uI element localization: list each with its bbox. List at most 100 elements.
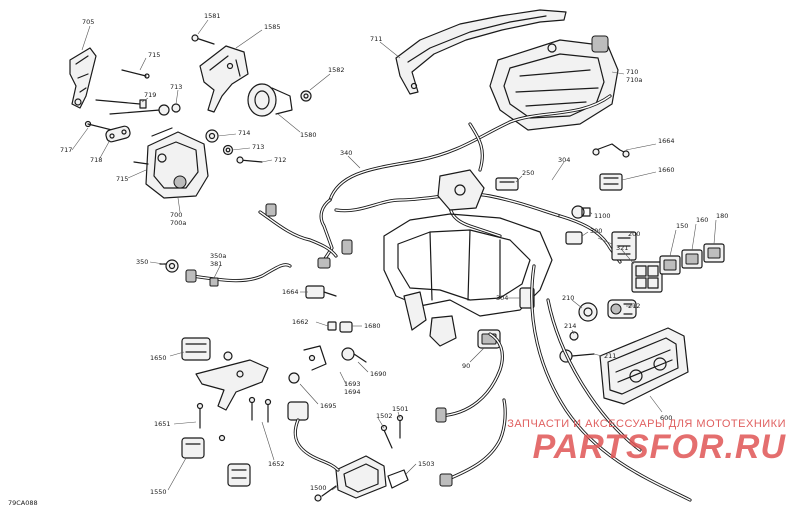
- callout-304-mid: 304: [496, 294, 508, 302]
- callout-150: 150: [676, 222, 688, 230]
- bracket-1585: [199, 45, 249, 113]
- callout-1664-mid: 1664: [282, 288, 299, 296]
- screws-1652: [248, 396, 272, 423]
- relay-1550a: [181, 437, 205, 459]
- callout-1581: 1581: [204, 12, 221, 20]
- callout-715: 715: [148, 51, 160, 59]
- callout-713-lower: 713: [252, 143, 264, 151]
- callout-1680: 1680: [364, 322, 381, 330]
- fastener-1662: [327, 321, 337, 331]
- bracket-1664-top: [592, 143, 630, 158]
- screw-715: [121, 69, 150, 79]
- relay-1650: [181, 337, 211, 361]
- switch-180: [703, 243, 725, 263]
- callout-90: 90: [462, 362, 470, 370]
- clip-1503: [387, 469, 409, 489]
- callout-180: 180: [716, 212, 728, 220]
- callout-381: 381: [210, 260, 222, 268]
- ignition-switch-212: [607, 299, 637, 319]
- callout-300: 300: [590, 227, 602, 235]
- long-cable-right: [530, 264, 692, 502]
- callout-160: 160: [696, 216, 708, 224]
- gauge-cluster-600: [599, 327, 689, 405]
- connector-1680: [339, 321, 353, 333]
- callout-250: 250: [522, 169, 534, 177]
- callout-1550: 1550: [150, 488, 167, 496]
- callout-1652: 1652: [268, 460, 285, 468]
- washer-713: [222, 144, 234, 156]
- connector-1660: [599, 173, 623, 191]
- cable-350a: [185, 263, 292, 287]
- actuator-1500: [314, 455, 387, 502]
- callout-711: 711: [370, 35, 382, 43]
- callout-600: 600: [660, 414, 672, 422]
- callout-1662: 1662: [292, 318, 309, 326]
- chassis-frame: [383, 169, 553, 347]
- callout-713: 713: [170, 83, 182, 91]
- headlight-700: [133, 127, 209, 199]
- callout-304: 304: [558, 156, 570, 164]
- callout-719: 719: [144, 91, 156, 99]
- callout-710a: 710a: [626, 76, 642, 84]
- sensor-1100: [571, 205, 591, 219]
- callout-714: 714: [238, 129, 250, 137]
- connector-block-1695-cable: [287, 401, 340, 472]
- screw-1502: [380, 424, 393, 449]
- callout-1503: 1503: [418, 460, 435, 468]
- callout-211: 211: [604, 352, 616, 360]
- callout-1500: 1500: [310, 484, 327, 492]
- callout-340: 340: [340, 149, 352, 157]
- callout-350a: 350a: [210, 252, 226, 260]
- callout-214: 214: [564, 322, 576, 330]
- gauge-housing-710: [489, 35, 619, 131]
- switch-150: [659, 255, 681, 275]
- screw-1581: [191, 34, 215, 45]
- callout-1693: 1693: [344, 380, 361, 388]
- callout-labels: 705 715 719 713 717 718 715 714 713 712 …: [60, 12, 728, 496]
- callout-710: 710: [626, 68, 638, 76]
- callout-1694: 1694: [344, 388, 361, 396]
- main-wiring-harness-340: [258, 94, 622, 269]
- callout-1580: 1580: [300, 131, 317, 139]
- relay-1550b: [227, 463, 251, 487]
- nut-712: [236, 156, 263, 164]
- callout-1660: 1660: [658, 166, 675, 174]
- nut-1582: [300, 90, 312, 102]
- switch-160: [681, 249, 703, 269]
- screw-1651: [196, 402, 226, 442]
- switch-90: [477, 329, 501, 349]
- callout-1501: 1501: [392, 405, 409, 413]
- callout-715-lower: 715: [116, 175, 128, 183]
- callout-717: 717: [60, 146, 72, 154]
- bracket-1693: [303, 345, 327, 371]
- callout-200: 200: [628, 230, 640, 238]
- callout-705: 705: [82, 18, 94, 26]
- callout-1695: 1695: [320, 402, 337, 410]
- callout-1502: 1502: [376, 412, 393, 420]
- callout-212: 212: [628, 302, 640, 310]
- horn-1580: [247, 83, 293, 117]
- callout-1651: 1651: [154, 420, 171, 428]
- callout-1650: 1650: [150, 354, 167, 362]
- diagram-reference-code: 79CA088: [8, 499, 38, 507]
- bolt-719-set: [95, 99, 181, 116]
- callout-1582: 1582: [328, 66, 345, 74]
- washer-714: [205, 129, 219, 143]
- connector-250: [495, 177, 519, 191]
- sensor-1690: [341, 347, 367, 363]
- callout-1100: 1100: [594, 212, 611, 220]
- fairing-rail-711: [395, 9, 567, 95]
- connector-1664-mid: [305, 285, 337, 299]
- callout-700: 700: [170, 211, 182, 219]
- bracket-1650-arm: [195, 351, 269, 411]
- callout-321: 321: [616, 244, 628, 252]
- fastener-214: [569, 331, 579, 341]
- callout-350: 350: [136, 258, 148, 266]
- socket-350: [159, 259, 179, 273]
- relay-block-200: [611, 231, 637, 261]
- cable-lower: [435, 332, 507, 487]
- leader-lines: [71, 19, 717, 491]
- screw-1501: [396, 414, 404, 439]
- relay-block-321: [631, 261, 663, 293]
